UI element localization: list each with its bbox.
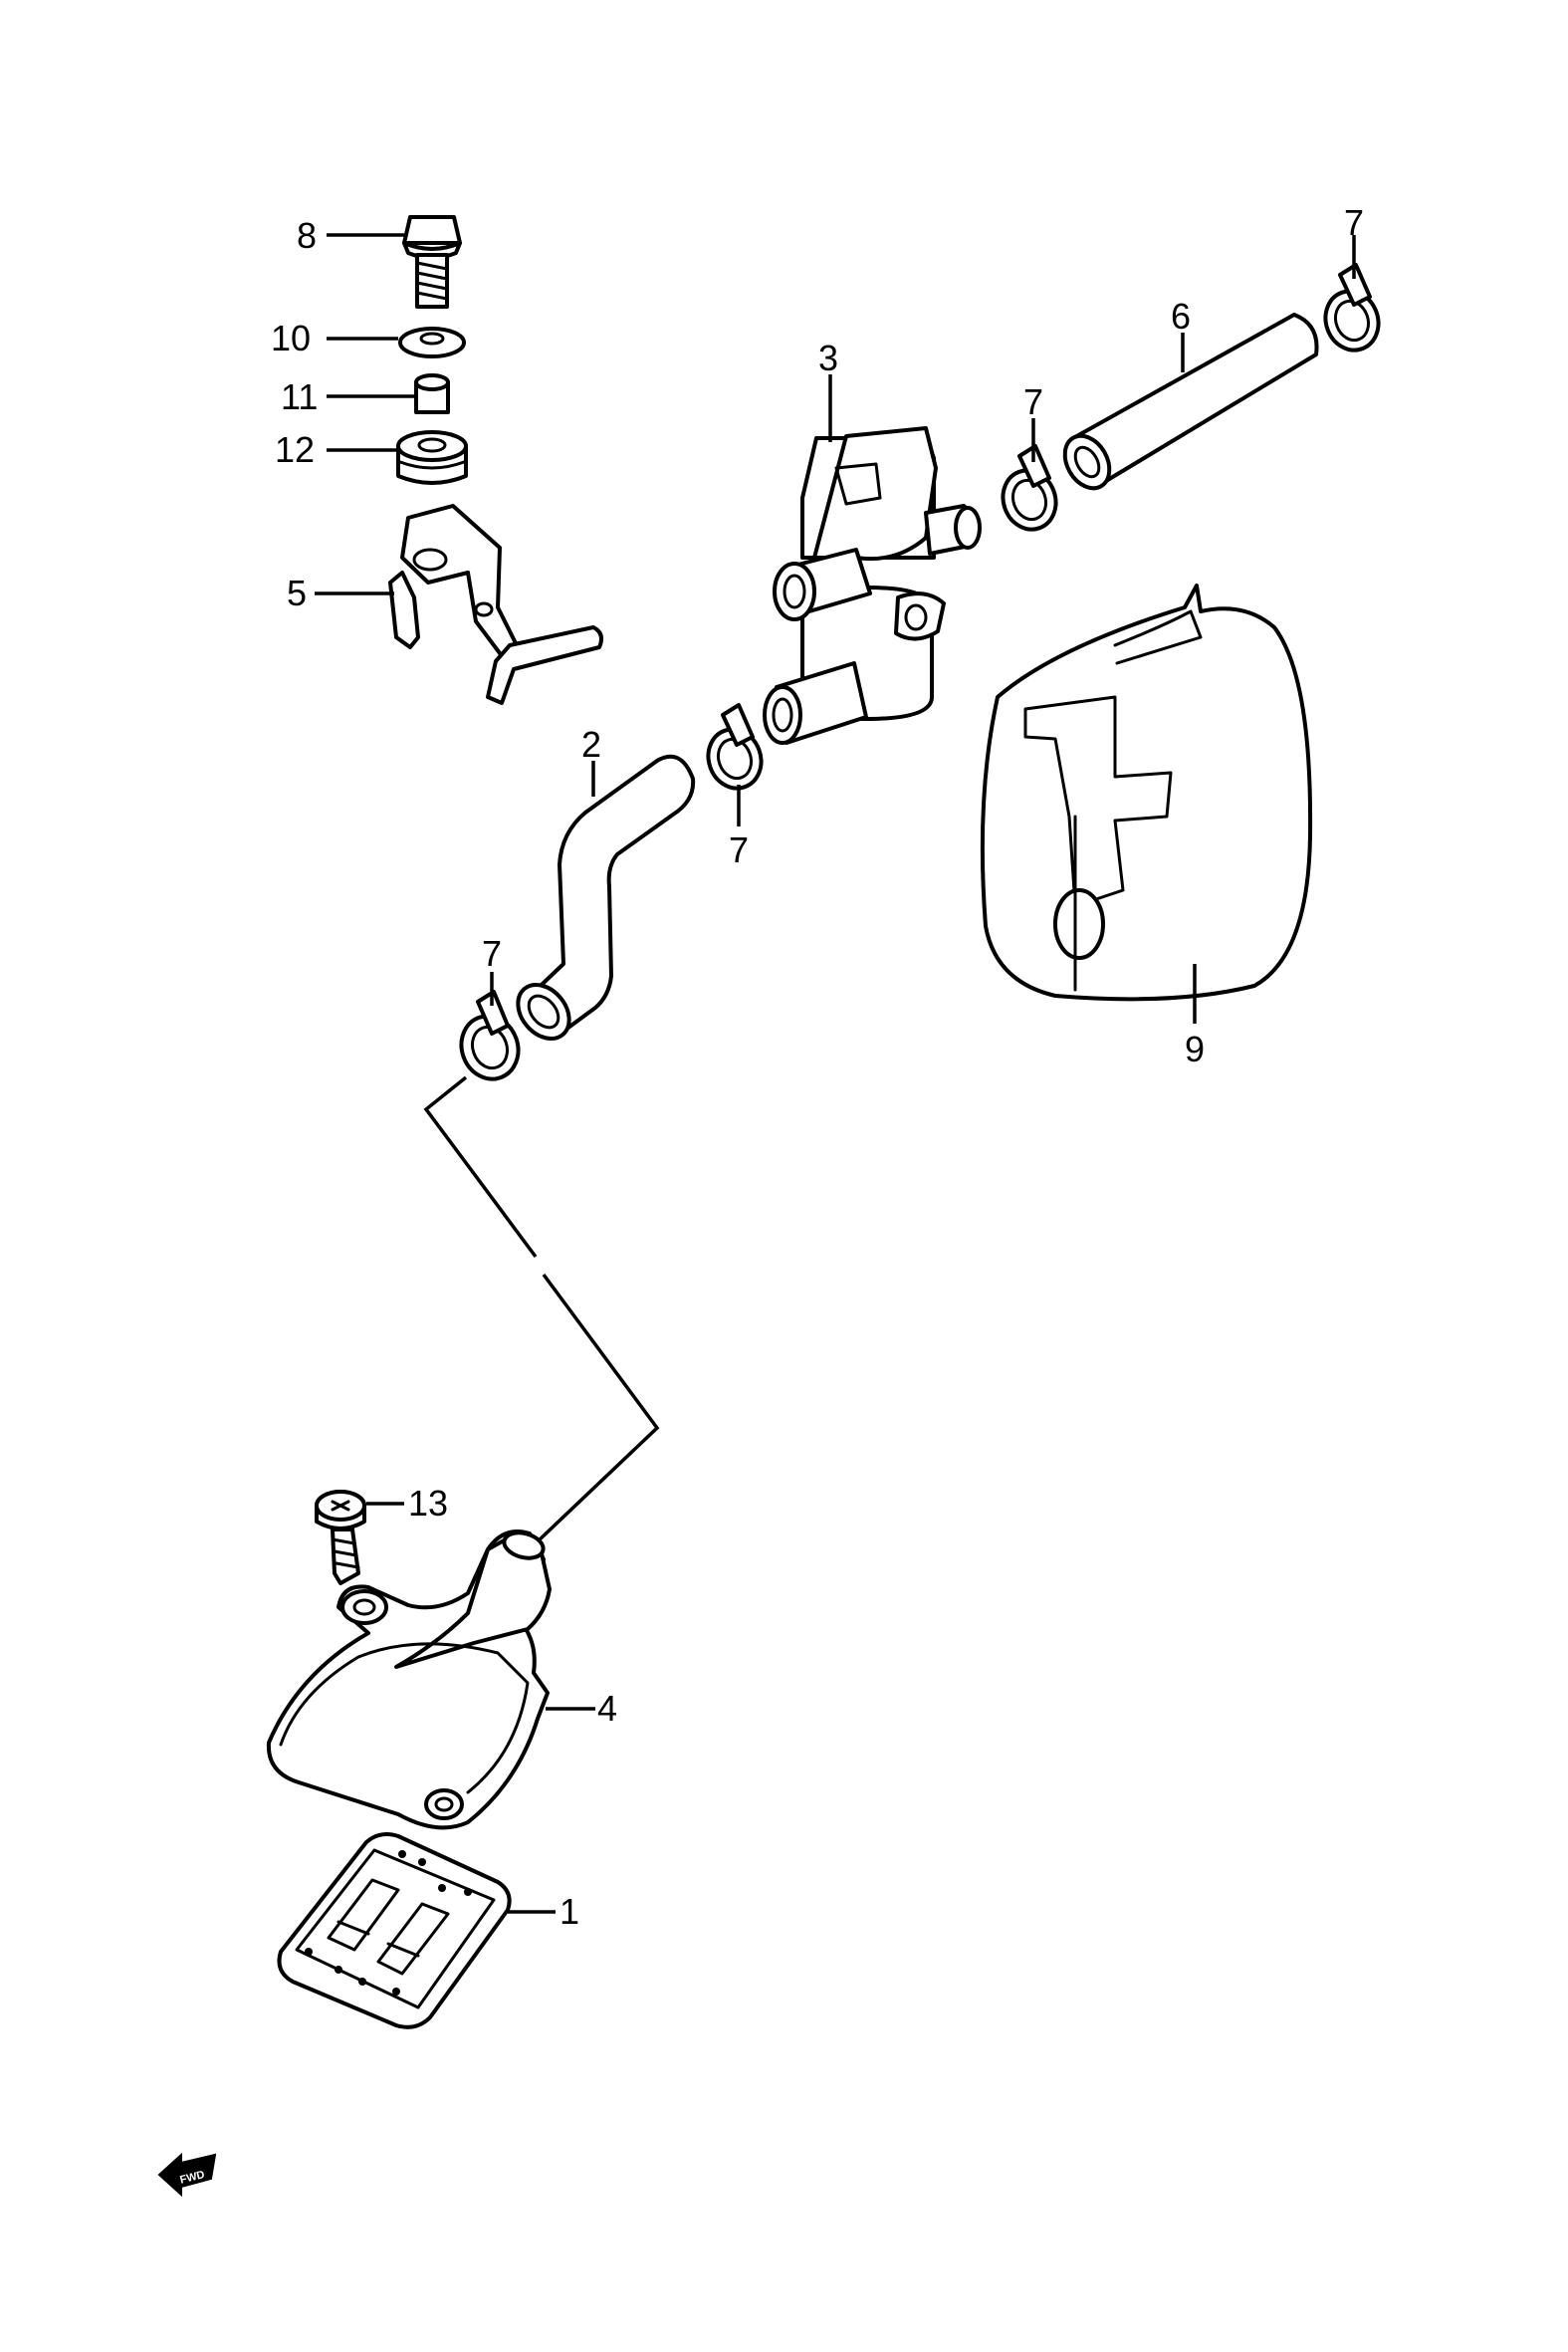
callout-10: 10 xyxy=(271,318,311,358)
part-5-bracket xyxy=(388,504,603,705)
callout-6: 6 xyxy=(1171,296,1191,337)
callout-9: 9 xyxy=(1185,1029,1205,1069)
part-1-gasket xyxy=(277,1832,512,2029)
part-8-bolt xyxy=(402,215,462,309)
part-10-washer xyxy=(398,327,466,358)
part-4-housing xyxy=(266,1529,552,1830)
part-7-clamp-lower-middle xyxy=(706,703,764,791)
part-7-clamp-upper-middle xyxy=(1001,444,1058,532)
part-11-collar xyxy=(414,373,450,414)
part-3-valve xyxy=(763,426,982,745)
callout-1: 1 xyxy=(560,1891,579,1932)
fwd-arrow-icon xyxy=(157,2152,217,2198)
callout-7-top-right: 7 xyxy=(1344,202,1364,243)
part-6-hose xyxy=(1062,313,1319,491)
leader-lines xyxy=(315,233,1356,1914)
fwd-label: FWD xyxy=(179,2169,206,2187)
callout-7-upper-middle: 7 xyxy=(1023,381,1043,422)
callout-7-lower-middle: 7 xyxy=(729,829,749,870)
callout-11: 11 xyxy=(281,376,318,417)
connection-line xyxy=(423,1075,660,1543)
callout-labels: 8 10 11 12 5 3 6 7 7 7 2 7 9 13 4 1 xyxy=(271,202,1364,1932)
part-7-clamp-top-right xyxy=(1323,263,1381,353)
callout-8: 8 xyxy=(297,215,317,256)
part-2-bent-hose xyxy=(516,754,696,1041)
part-13-screw xyxy=(315,1490,366,1585)
part-12-grommet xyxy=(396,430,468,485)
callout-4: 4 xyxy=(597,1688,617,1729)
part-7-clamp-lower-left xyxy=(459,990,521,1081)
callout-7-lower-left: 7 xyxy=(482,933,502,974)
callout-5: 5 xyxy=(287,573,307,613)
callout-13: 13 xyxy=(408,1483,448,1524)
fwd-direction-badge: FWD xyxy=(157,2152,217,2198)
callout-12: 12 xyxy=(275,429,315,470)
callout-3: 3 xyxy=(818,338,838,378)
part-9-cover xyxy=(980,584,1313,1002)
callout-2: 2 xyxy=(581,724,601,765)
